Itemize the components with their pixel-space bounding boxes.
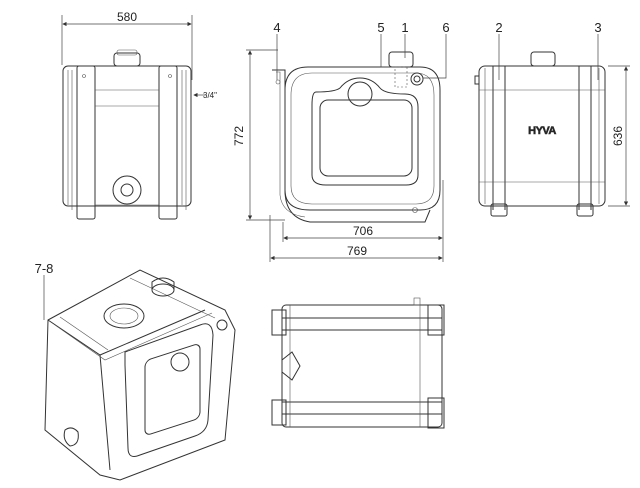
callout-4: 4	[273, 20, 280, 35]
dim-width: 580	[117, 10, 137, 24]
dim-thread: 3/4"	[203, 91, 217, 100]
side-view: HYVA 636 2 3	[474, 20, 630, 217]
front-view: 772 706 769 4 5 1 6	[232, 20, 450, 262]
callout-6: 6	[442, 20, 449, 35]
callout-5: 5	[377, 20, 384, 35]
top-view	[271, 297, 445, 429]
dim-overall-width: 769	[347, 244, 367, 258]
dim-inner-width: 706	[353, 224, 373, 238]
logo: HYVA	[528, 125, 556, 137]
callout-7-8: 7-8	[35, 261, 54, 276]
dim-height-front: 772	[232, 126, 246, 146]
callout-3: 3	[594, 20, 601, 35]
dim-height-side: 636	[611, 126, 625, 146]
isometric-view: 7-8	[35, 261, 236, 481]
end-view: 580 3/4"	[61, 10, 217, 220]
callout-2: 2	[495, 20, 502, 35]
callout-1: 1	[401, 20, 408, 35]
